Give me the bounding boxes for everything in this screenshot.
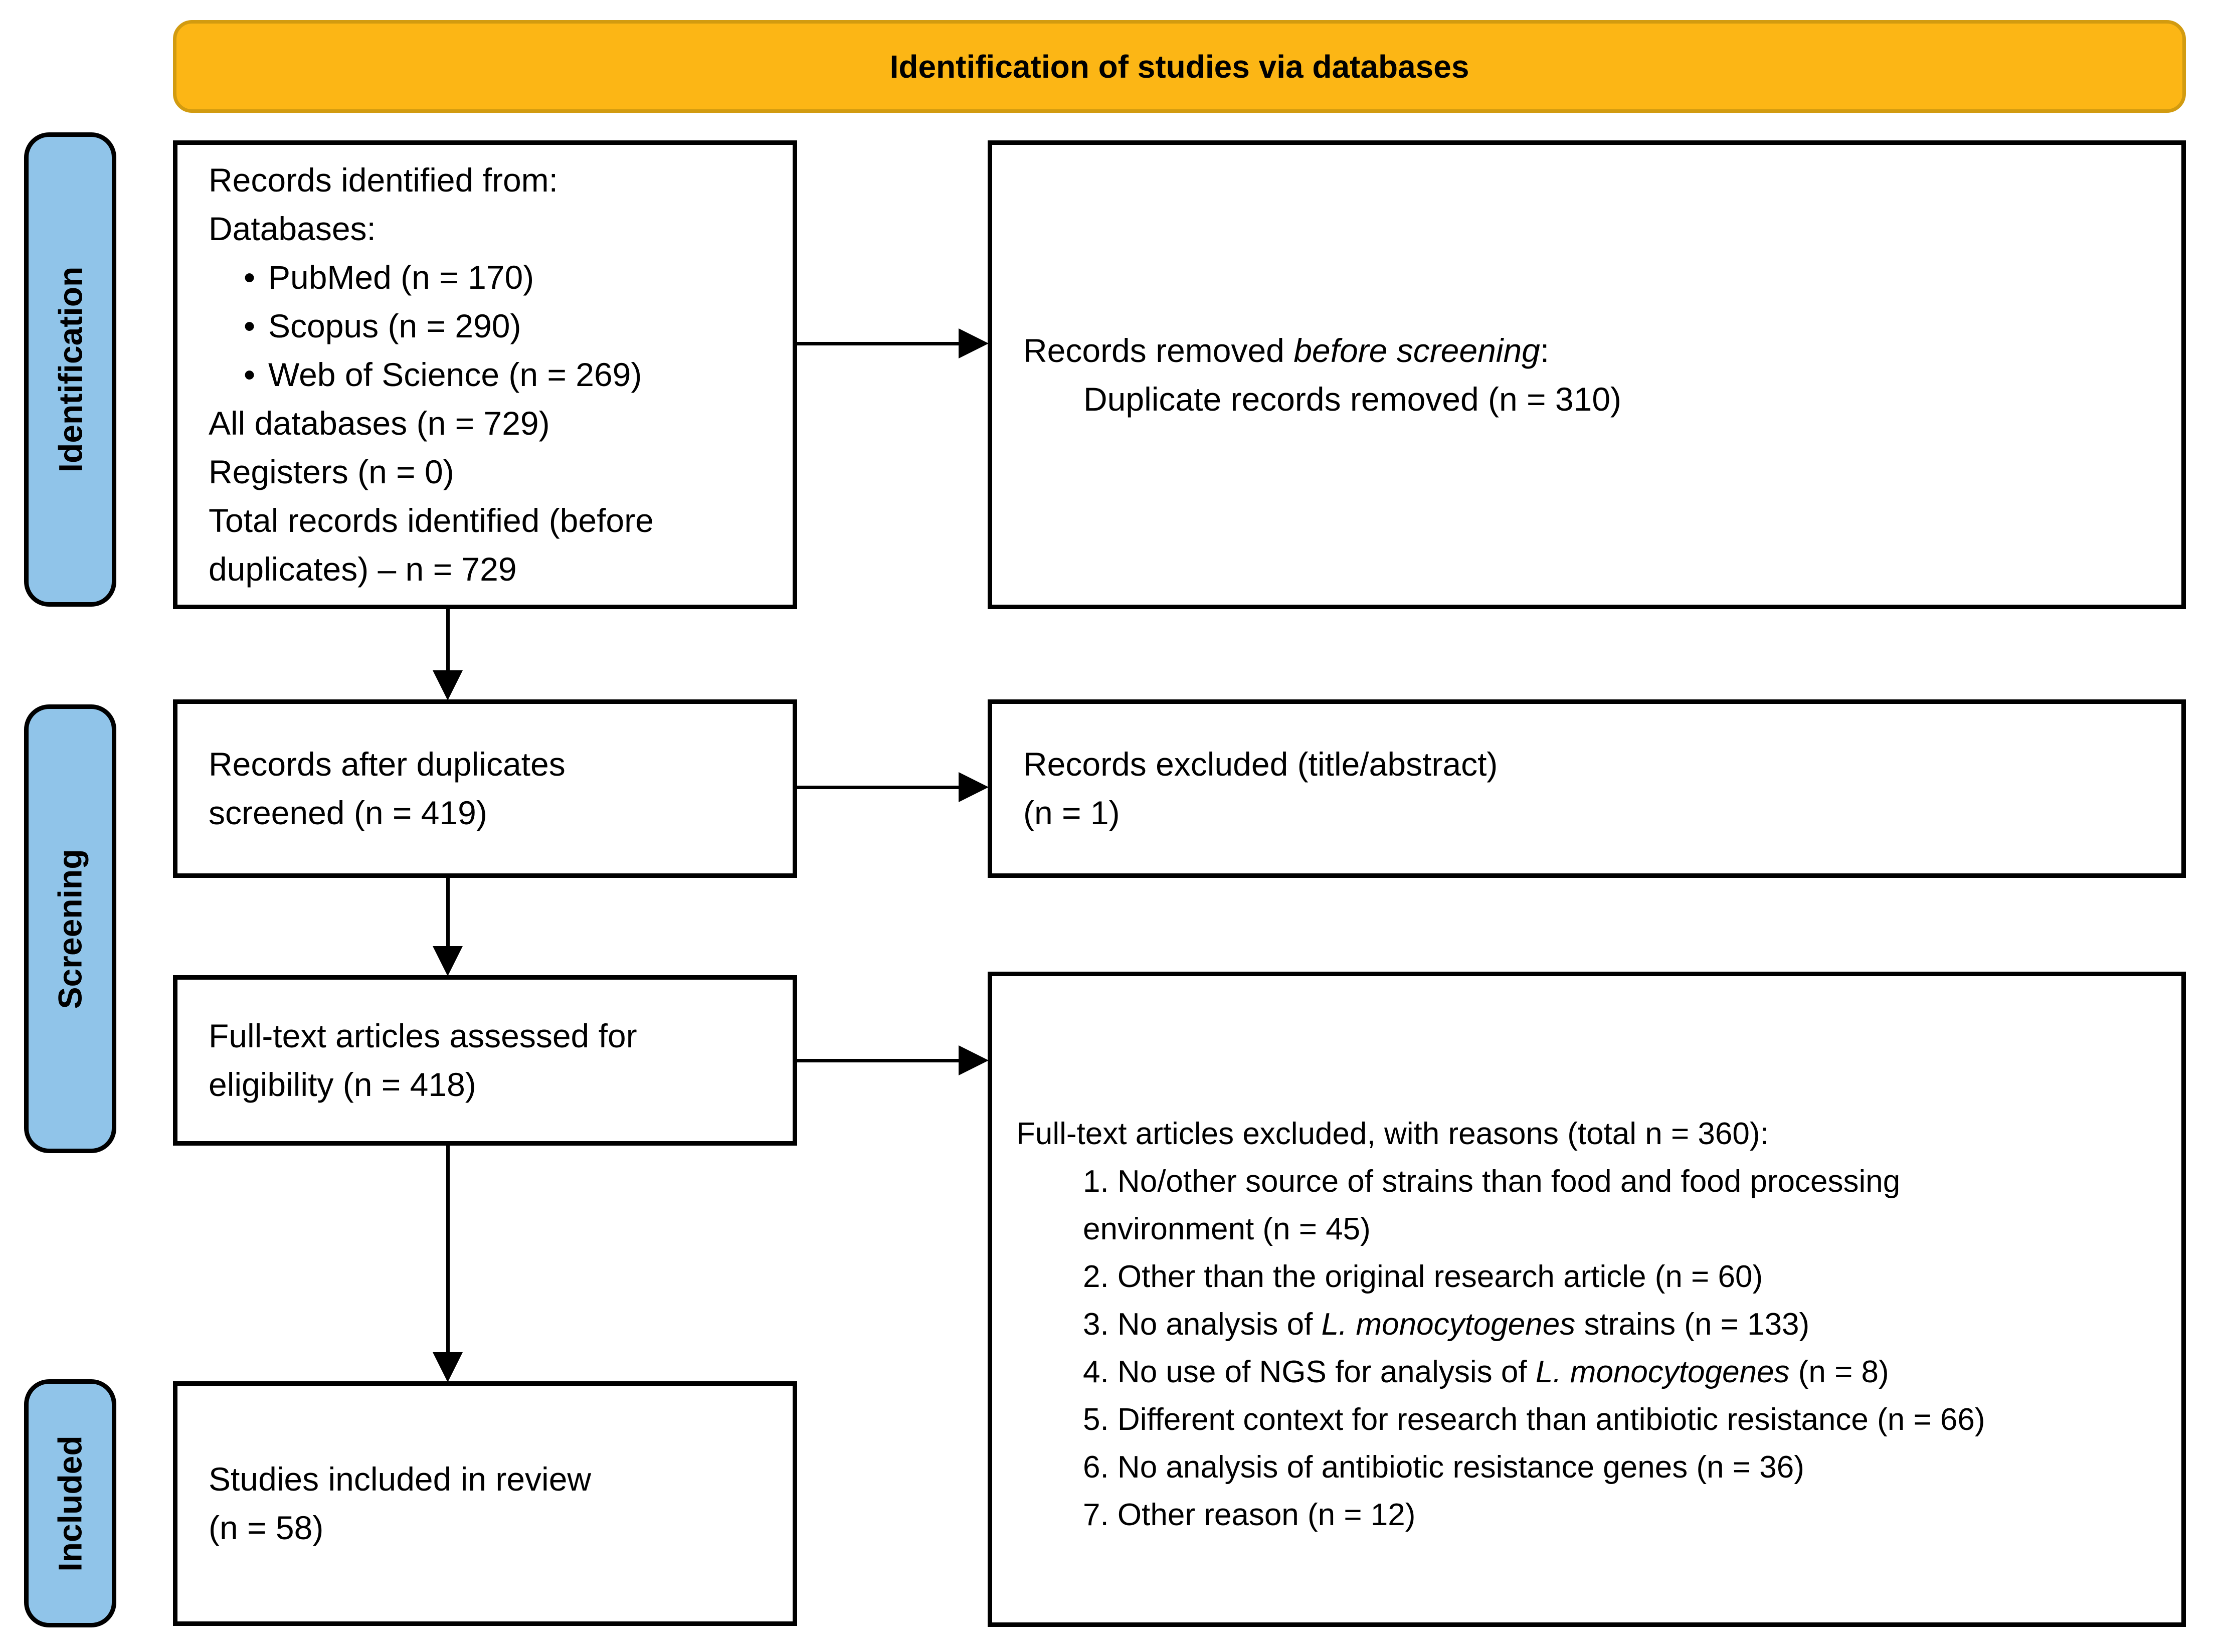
reason-4-suffix: (n = 8)	[1789, 1355, 1889, 1389]
reason-3-species: L. monocytogenes	[1321, 1307, 1576, 1342]
total-records-line1: Total records identified (before	[209, 502, 654, 539]
database-scopus: Scopus (n = 290)	[268, 307, 521, 344]
fulltext-assessed-line1: Full-text articles assessed for	[209, 1017, 637, 1054]
bullet-icon: •	[244, 259, 256, 296]
reason-3-suffix: strains (n = 133)	[1575, 1307, 1810, 1342]
exclusion-reason-2: 2. Other than the original research arti…	[1083, 1259, 1763, 1294]
box-records-screened: Records after duplicates screened (n = 4…	[173, 699, 797, 878]
stage-screening-label: Screening	[52, 848, 89, 1009]
stage-screening: Screening	[24, 704, 116, 1153]
database-web-of-science: Web of Science (n = 269)	[268, 356, 642, 393]
stage-included-label: Included	[52, 1435, 89, 1572]
fulltext-excluded-heading: Full-text articles excluded, with reason…	[1016, 1117, 1769, 1151]
studies-included-line2: (n = 58)	[209, 1509, 324, 1546]
exclusion-reason-3: 3. No analysis of L. monocytogenes strai…	[1083, 1301, 2169, 1348]
records-identified-heading: Records identified from:	[209, 161, 558, 199]
bullet-icon: •	[244, 356, 256, 393]
records-removed-heading: Records removed before screening:	[1023, 326, 2169, 375]
records-removed-suffix: :	[1540, 331, 1550, 369]
exclusion-reason-4: 4. No use of NGS for analysis of L. mono…	[1083, 1348, 2169, 1396]
box-studies-included: Studies included in review (n = 58)	[173, 1381, 797, 1626]
all-databases-count: All databases (n = 729)	[209, 405, 550, 442]
box-records-removed: Records removed before screening: Duplic…	[988, 140, 2186, 609]
reason-4-species: L. monocytogenes	[1535, 1355, 1790, 1389]
box-records-identified: Records identified from: Databases: • Pu…	[173, 140, 797, 609]
exclusion-reason-7: 7. Other reason (n = 12)	[1083, 1498, 1416, 1532]
exclusion-reason-5: 5. Different context for research than a…	[1083, 1402, 1985, 1437]
list-item: • Web of Science (n = 269)	[244, 350, 781, 399]
records-excluded-line1: Records excluded (title/abstract)	[1023, 746, 1498, 783]
records-removed-prefix: Records removed	[1023, 331, 1294, 369]
reason-1-line1: 1. No/other source of strains than food …	[1083, 1164, 1901, 1199]
bullet-icon: •	[244, 307, 256, 344]
exclusion-reason-6: 6. No analysis of antibiotic resistance …	[1083, 1450, 1804, 1485]
reason-3-prefix: 3. No analysis of	[1083, 1307, 1322, 1342]
reason-4-prefix: 4. No use of NGS for analysis of	[1083, 1355, 1536, 1389]
exclusion-reason-1: 1. No/other source of strains than food …	[1083, 1158, 2169, 1253]
stage-included: Included	[24, 1379, 116, 1627]
box-fulltext-assessed: Full-text articles assessed for eligibil…	[173, 975, 797, 1146]
records-removed-italic: before screening	[1293, 331, 1540, 369]
records-excluded-line2: (n = 1)	[1023, 794, 1120, 831]
records-identified-subheading: Databases:	[209, 210, 376, 247]
box-fulltext-excluded: Full-text articles excluded, with reason…	[988, 972, 2186, 1627]
banner-title-text: Identification of studies via databases	[889, 48, 1469, 85]
records-screened-line1: Records after duplicates	[209, 746, 566, 783]
records-screened-line2: screened (n = 419)	[209, 794, 487, 831]
database-pubmed: PubMed (n = 170)	[268, 259, 534, 296]
reason-1-line2: environment (n = 45)	[1083, 1212, 1371, 1246]
stage-identification-label: Identification	[52, 266, 89, 473]
duplicates-removed-count: Duplicate records removed (n = 310)	[1083, 380, 1622, 418]
list-item: • Scopus (n = 290)	[244, 302, 781, 350]
banner-title: Identification of studies via databases	[173, 20, 2186, 113]
box-records-excluded: Records excluded (title/abstract) (n = 1…	[988, 699, 2186, 878]
fulltext-assessed-line2: eligibility (n = 418)	[209, 1066, 476, 1103]
registers-count: Registers (n = 0)	[209, 453, 454, 490]
studies-included-line1: Studies included in review	[209, 1460, 592, 1498]
stage-identification: Identification	[24, 132, 116, 607]
total-records-line2: duplicates) – n = 729	[209, 550, 517, 588]
list-item: • PubMed (n = 170)	[244, 253, 781, 302]
